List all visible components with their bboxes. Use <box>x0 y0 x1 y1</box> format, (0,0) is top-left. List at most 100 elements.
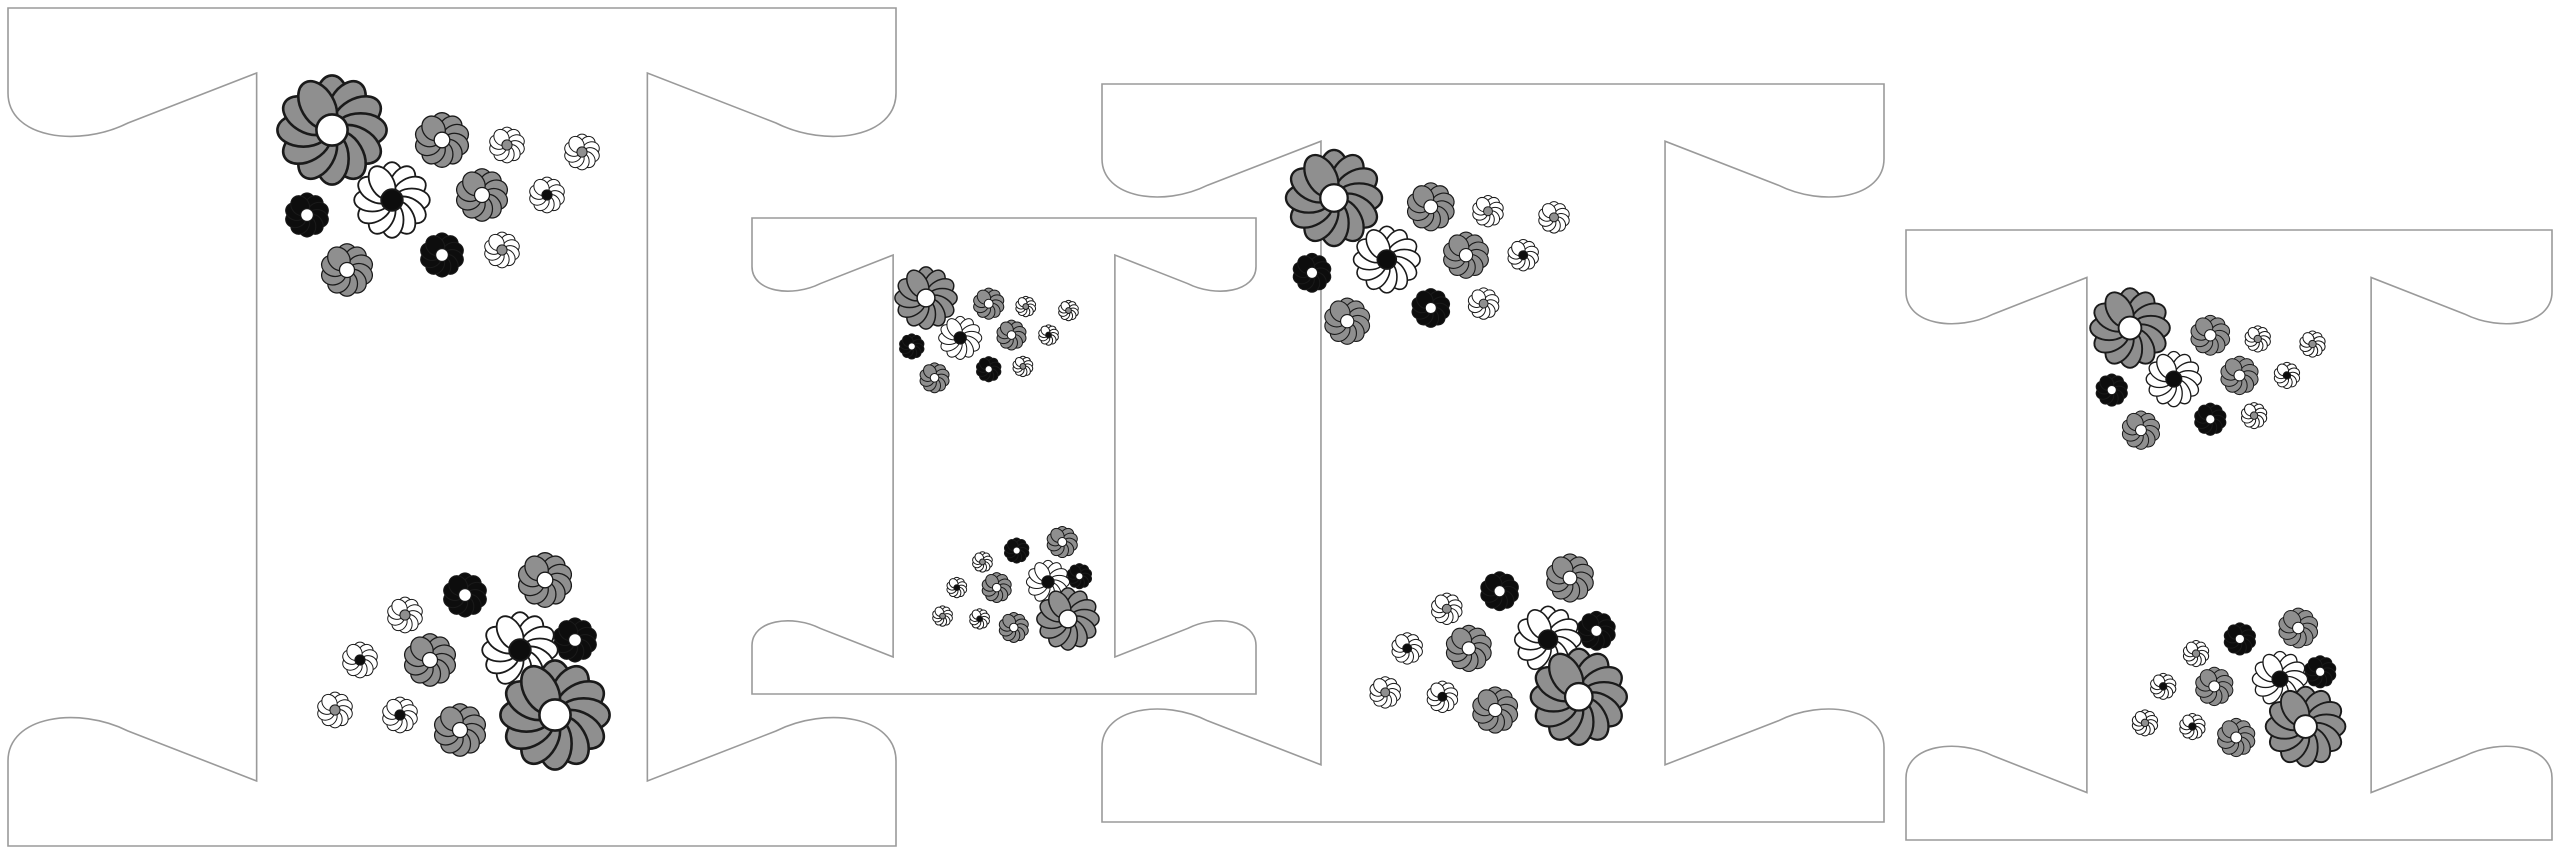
card-2-top-cluster-flower <box>1015 295 1037 318</box>
card-1-top-cluster-flower <box>414 112 470 168</box>
card-1-top-cluster-flower <box>529 176 565 214</box>
card-4-top-cluster-flower <box>2273 361 2301 389</box>
thread-card-1 <box>7 7 897 847</box>
card-3-bottom-cluster-flower <box>1426 680 1459 714</box>
card-1-bottom-cluster-flower <box>403 633 457 687</box>
card-1-bottom-cluster-flower <box>317 691 353 729</box>
card-2-top-cluster <box>894 266 1079 394</box>
card-4-top-cluster-flower <box>2190 314 2231 356</box>
card-4-top-cluster-flower <box>2299 330 2326 358</box>
card-1-bottom-cluster-flower <box>342 641 378 679</box>
card-3-top-cluster-flower <box>1352 225 1421 294</box>
card-4-top-cluster-flower <box>2145 350 2203 408</box>
card-1-bottom-cluster-flower <box>443 572 487 618</box>
card-2-top-cluster-flower <box>996 319 1027 351</box>
card-3-top-cluster-flower <box>1411 288 1451 328</box>
card-2-bottom-cluster-flower <box>969 608 990 630</box>
card-4-bottom-cluster-flower <box>2179 713 2206 741</box>
card-3-bottom-cluster-flower <box>1472 686 1519 734</box>
card-3-top-cluster-flower <box>1443 231 1489 279</box>
thread-card-3 <box>1101 83 1885 823</box>
card-4-top-cluster-flower <box>2194 402 2227 436</box>
card-1-top-cluster-flower <box>484 231 520 269</box>
card-4-top-cluster-flower <box>2220 355 2259 396</box>
card-4-bottom-cluster-flower <box>2195 666 2234 707</box>
card-outline <box>1905 229 2553 841</box>
card-2-top-cluster-flower <box>1012 355 1034 378</box>
card-4-top-cluster-flower <box>2244 325 2271 353</box>
card-3-top-cluster-flower <box>1284 148 1384 248</box>
card-4-bottom-cluster-flower <box>2150 672 2177 700</box>
card-4-bottom-cluster-flower <box>2131 709 2159 737</box>
card-4-bottom-cluster-flower <box>2217 717 2256 758</box>
card-4-bottom-cluster-flower <box>2304 655 2337 689</box>
card-3-bottom-cluster-flower <box>1391 632 1423 665</box>
card-2-top-cluster-flower <box>1038 324 1059 346</box>
card-4-bottom-cluster-flower <box>2278 607 2319 649</box>
card-1-top-cluster-flower <box>564 133 600 171</box>
card-outline <box>1101 83 1885 823</box>
card-2-bottom-cluster-flower <box>932 605 953 627</box>
card-2-bottom-cluster-flower <box>1066 563 1093 590</box>
card-2-top-cluster-flower <box>1058 299 1079 322</box>
card-1-bottom-cluster-flower <box>517 552 573 608</box>
card-1-bottom-cluster-flower <box>499 659 611 771</box>
card-1-top-cluster-flower <box>320 243 374 297</box>
card-1-bottom-cluster <box>317 552 611 771</box>
card-1-top-cluster-flower <box>353 161 431 239</box>
thread-card-4 <box>1905 229 2553 841</box>
card-4-bottom-cluster-flower <box>2264 685 2347 768</box>
card-4-bottom-cluster-flower <box>2223 622 2256 656</box>
card-2-bottom-cluster-flower <box>981 572 1012 604</box>
card-2-top-cluster-flower <box>919 362 950 394</box>
card-1-top-cluster-flower <box>276 74 388 186</box>
card-outline <box>751 217 1257 695</box>
card-1-top-cluster <box>276 74 600 297</box>
card-3-bottom-cluster-flower <box>1546 553 1594 603</box>
card-1-bottom-cluster-flower <box>553 617 597 663</box>
card-2-bottom-cluster-flower <box>1003 537 1030 564</box>
card-1-top-cluster-flower <box>420 232 464 278</box>
card-3-top-cluster <box>1284 148 1570 345</box>
card-2-top-cluster-flower <box>976 356 1002 383</box>
card-4-bottom-cluster-flower <box>2251 650 2309 708</box>
card-outline <box>7 7 897 847</box>
card-3-top-cluster-flower <box>1507 238 1539 272</box>
card-2-top-cluster-flower <box>899 333 925 360</box>
card-4-bottom-cluster <box>2131 607 2347 768</box>
card-2-top-cluster-flower <box>973 287 1005 320</box>
card-2-bottom-cluster-flower <box>998 612 1029 643</box>
card-3-top-cluster-flower <box>1467 287 1500 320</box>
card-2-top-cluster-flower <box>894 266 958 330</box>
card-1-bottom-cluster-flower <box>433 703 487 757</box>
card-1-top-cluster-flower <box>285 192 329 238</box>
card-4-bottom-cluster-flower <box>2182 640 2210 668</box>
card-4-top-cluster-flower <box>2095 373 2128 407</box>
card-3-bottom-cluster-flower <box>1445 624 1492 673</box>
card-2-top-cluster-flower <box>938 315 983 360</box>
card-3-top-cluster-flower <box>1406 182 1455 232</box>
card-3-top-cluster-flower <box>1324 297 1371 345</box>
card-3-bottom-cluster-flower <box>1480 571 1519 612</box>
card-2-bottom-cluster-flower <box>1046 525 1078 559</box>
card-1-bottom-cluster-flower <box>382 696 418 734</box>
thread-card-2 <box>751 217 1257 695</box>
card-2-bottom-cluster-flower <box>972 551 993 573</box>
card-2-bottom-cluster-flower <box>1036 587 1100 651</box>
card-3-bottom-cluster-flower <box>1577 610 1616 651</box>
card-3-top-cluster-flower <box>1538 201 1570 234</box>
card-2-bottom-cluster <box>932 525 1100 651</box>
card-1-top-cluster-flower <box>455 168 509 222</box>
card-3-top-cluster-flower <box>1472 194 1504 228</box>
card-3-top-cluster-flower <box>1292 252 1332 293</box>
card-3-bottom-cluster-flower <box>1431 592 1463 626</box>
card-3-bottom-cluster-flower <box>1529 647 1628 746</box>
card-4-top-cluster-flower <box>2089 287 2171 369</box>
card-3-bottom-cluster-flower <box>1369 676 1401 709</box>
card-4-top-cluster-flower <box>2121 410 2160 450</box>
card-3-bottom-cluster <box>1369 553 1628 746</box>
card-4-top-cluster <box>2089 287 2326 450</box>
card-4-top-cluster-flower <box>2240 402 2268 430</box>
card-1-top-cluster-flower <box>489 126 525 164</box>
